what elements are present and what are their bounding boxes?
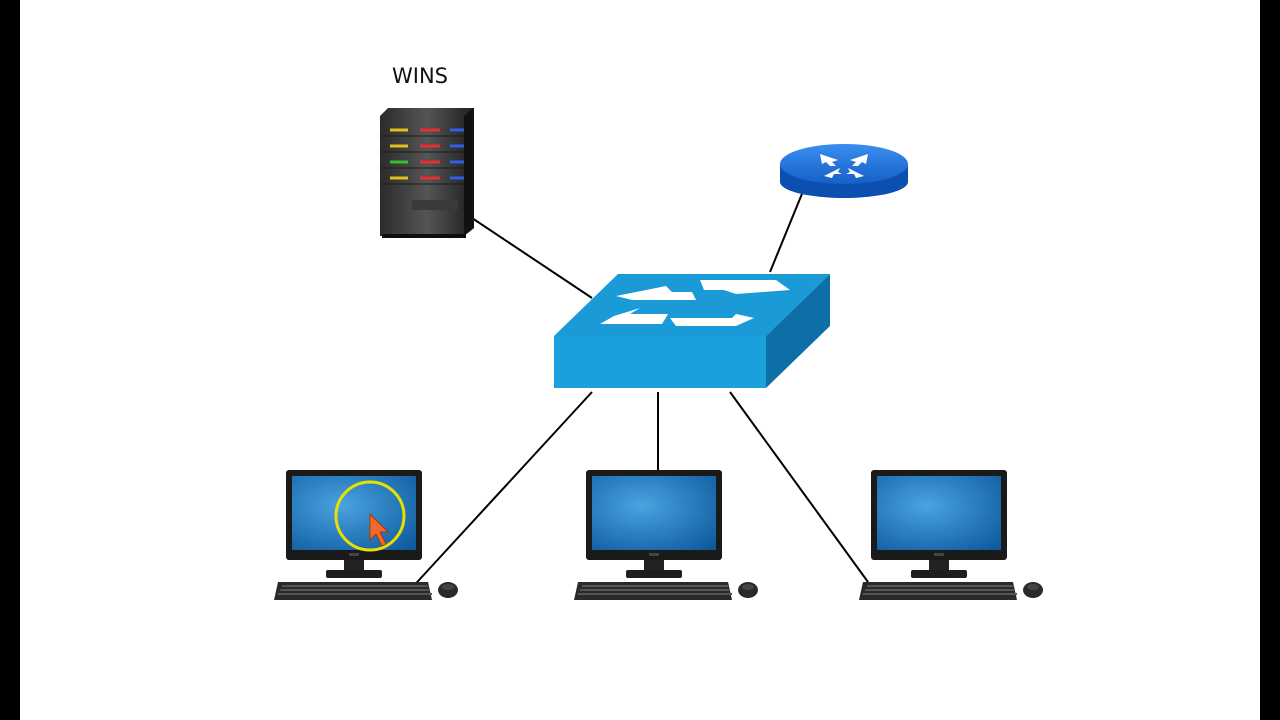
links — [407, 183, 869, 593]
link-switch-computer-3 — [729, 391, 869, 583]
computer-3-icon[interactable] — [859, 470, 1043, 600]
link-switch-computer-1 — [407, 391, 593, 593]
link-router-switch — [769, 183, 807, 273]
cursor-highlight — [334, 480, 406, 552]
computer-1-icon[interactable] — [274, 470, 458, 600]
network-diagram — [274, 108, 1043, 600]
link-server-switch — [471, 217, 593, 299]
wins-server-label: WINS — [392, 64, 448, 88]
computer-2-icon[interactable] — [574, 470, 758, 600]
router-icon[interactable] — [780, 144, 908, 198]
switch-icon[interactable] — [554, 274, 830, 388]
canvas: WINS — [20, 0, 1260, 720]
cursor-icon — [369, 512, 390, 547]
wins-server-icon[interactable] — [380, 108, 474, 238]
